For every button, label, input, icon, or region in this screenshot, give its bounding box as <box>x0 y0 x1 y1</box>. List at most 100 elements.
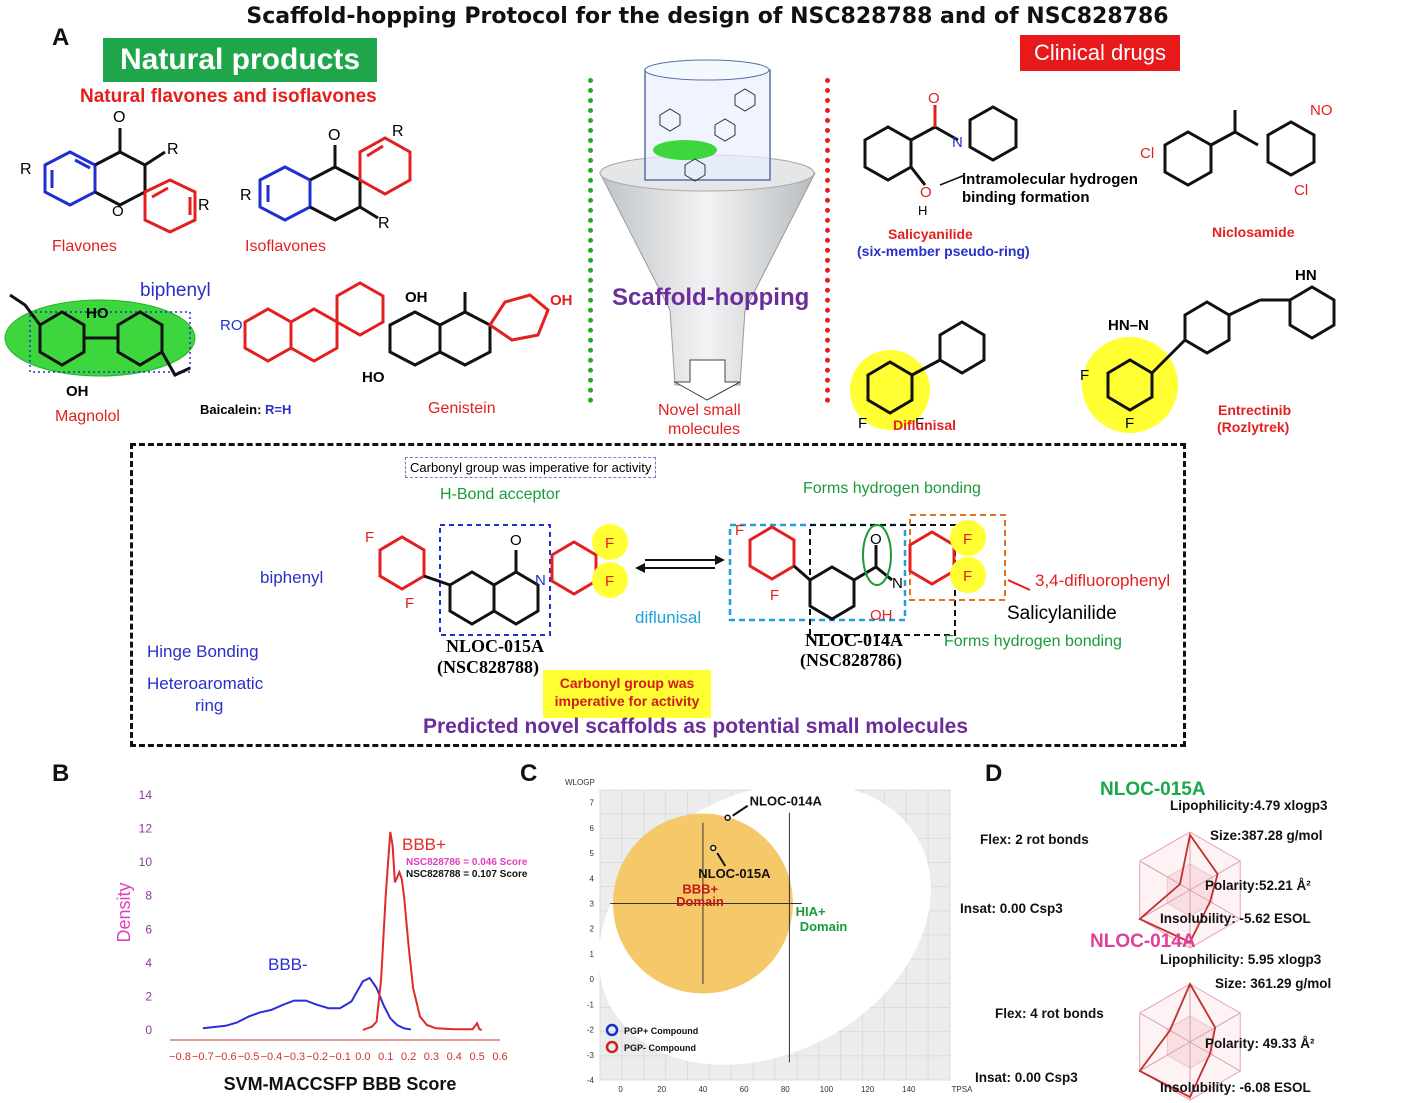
c-y-tick: -2 <box>587 1026 595 1035</box>
flavone-r2: R <box>198 197 210 214</box>
c-region-hia: HIA+ <box>796 904 826 919</box>
b-annot-786: NSC828786 = 0.046 Score <box>406 857 528 868</box>
pseudo-ring-label: (six-member pseudo-ring) <box>857 243 1030 259</box>
c-y-tick: -1 <box>587 1000 595 1009</box>
c-y-label: WLOGP <box>565 778 595 787</box>
b-x-label: SVM-MACCSFP BBB Score <box>224 1074 457 1094</box>
flavones-label: Flavones <box>52 238 117 255</box>
difluorophenyl-label: 3,4-difluorophenyl <box>1035 571 1171 590</box>
d-radar-axis-label: Size:387.28 g/mol <box>1210 828 1323 843</box>
hinge-bonding-label: Hinge Bonding <box>147 642 259 661</box>
design-structures: F F F F O N F F F F O N OH <box>365 514 1031 636</box>
b-y-tick: 4 <box>145 956 152 970</box>
b-series-BBB+ <box>362 831 483 1031</box>
baicalein-ro: RO <box>220 317 243 334</box>
panel-a-letter: A <box>52 24 70 51</box>
entrec-hn2: HN <box>1295 267 1317 284</box>
natural-products-badge: Natural products <box>103 38 377 82</box>
d-radar-spoke <box>1139 1012 1191 1043</box>
b-x-tick: −0.7 <box>192 1051 214 1063</box>
carbonyl-box-line2: imperative for activity <box>554 693 700 709</box>
carbonyl-box: Carbonyl group was imperative for activi… <box>543 670 711 718</box>
d-radar-spoke <box>1139 1041 1191 1072</box>
predicted-scaffolds-label: Predicted novel scaffolds as potential s… <box>423 715 969 738</box>
isoflavone-r3: R <box>378 215 390 232</box>
flavone-r1: R <box>20 161 32 178</box>
b-y-tick: 10 <box>139 855 153 869</box>
nloc015-label: NLOC-015A <box>446 636 544 656</box>
c-point-label: NLOC-015A <box>698 866 771 881</box>
c-legend-pgpplus: PGP+ Compound <box>624 1026 698 1036</box>
d-radar-axis-label: Insat: 0.00 Csp3 <box>960 901 1063 916</box>
carbonyl-box-line1: Carbonyl group was <box>559 675 695 691</box>
red-divider <box>825 78 830 403</box>
b-series-BBB- <box>202 976 412 1031</box>
c-x-tick: 80 <box>781 1085 790 1094</box>
intramolecular-label: intramolecular hydrogen <box>962 171 1138 188</box>
d-radar-profile <box>1138 832 1219 944</box>
panel-c-letter: C <box>520 760 538 787</box>
n15-o1: O <box>510 532 522 549</box>
n14-o: O <box>870 531 882 548</box>
c-x-tick: 40 <box>698 1085 707 1094</box>
b-annot-bbbplus: BBB+ <box>402 835 446 854</box>
c-y-tick: 3 <box>590 899 595 908</box>
c-point-label: NLOC-014A <box>750 794 823 809</box>
salicy-oh: O <box>920 184 932 201</box>
scaffold-hopping-label: Scaffold-hopping <box>612 284 810 311</box>
panel-d-letter: D <box>985 760 1003 787</box>
b-annot-788: NSC828788 = 0.107 Score <box>406 869 528 880</box>
magnolol-structure <box>9 293 191 377</box>
b-y-tick: 2 <box>145 989 152 1003</box>
c-region-hia-domain: Domain <box>800 919 848 934</box>
entrec-hn: HN–N <box>1108 317 1149 334</box>
b-y-tick: 0 <box>145 1023 152 1037</box>
d-radar-spoke <box>1189 1041 1241 1072</box>
clinical-structures: O N O H Cl NO Cl F F HN–N HN F F <box>850 90 1336 433</box>
c-x-tick: 140 <box>902 1085 916 1094</box>
n15-n: N <box>535 572 546 589</box>
salicy-n: N <box>952 134 963 151</box>
binding-formation-label: binding formation <box>962 189 1090 206</box>
b-x-tick: −0.6 <box>215 1051 237 1063</box>
b-y-tick: 14 <box>139 788 153 802</box>
n14-f2: F <box>770 587 779 604</box>
b-x-tick: −0.4 <box>261 1051 283 1063</box>
novel-molecules-label: molecules <box>668 421 741 438</box>
c-y-tick: -3 <box>587 1051 595 1060</box>
d-radar-axis-label: Polarity:52.21 Å² <box>1205 878 1311 893</box>
n15-f1: F <box>365 529 374 546</box>
c-y-tick: 4 <box>590 874 595 883</box>
n14-f4: F <box>963 568 972 585</box>
d-radar-axis-label: Size: 361.29 g/mol <box>1215 976 1331 991</box>
figure-title: Scaffold-hopping Protocol for the design… <box>246 4 1169 29</box>
niclo-cl: Cl <box>1140 145 1154 162</box>
funnel-graphic <box>599 59 816 401</box>
d-radar-title: NLOC-014A <box>1090 931 1196 952</box>
c-point <box>709 844 717 852</box>
d-radar-profile <box>1138 982 1217 1099</box>
genistein-structure: OH HO OH <box>362 289 573 386</box>
hbond-acceptor-label: H-Bond acceptor <box>440 486 561 503</box>
isoflavone-r2: R <box>392 123 404 140</box>
genistein-oh: OH <box>405 289 428 306</box>
c-x-tick: 120 <box>861 1085 875 1094</box>
baicalein-structure <box>243 281 385 363</box>
d-radar-title: NLOC-015A <box>1100 779 1206 800</box>
d-radar-spoke <box>1189 889 1241 920</box>
b-x-tick: 0.1 <box>378 1051 393 1063</box>
entrectinib-highlight <box>1082 337 1178 433</box>
c-legend-pgpminus: PGP- Compound <box>624 1043 696 1053</box>
ring-label: ring <box>195 696 224 715</box>
magnolol-oh: OH <box>66 383 89 400</box>
b-x-tick: −0.5 <box>238 1051 260 1063</box>
d-radar-axis-label: Flex: 2 rot bonds <box>980 832 1089 847</box>
salicy-h: H <box>918 203 927 218</box>
niclosamide-label: Niclosamide <box>1212 224 1295 240</box>
d-radar-axis-label: Insolubility: -5.62 ESOL <box>1160 911 1311 926</box>
b-x-tick: 0.0 <box>355 1051 370 1063</box>
c-y-tick: 2 <box>590 925 595 934</box>
b-y-label: Density <box>114 882 134 942</box>
